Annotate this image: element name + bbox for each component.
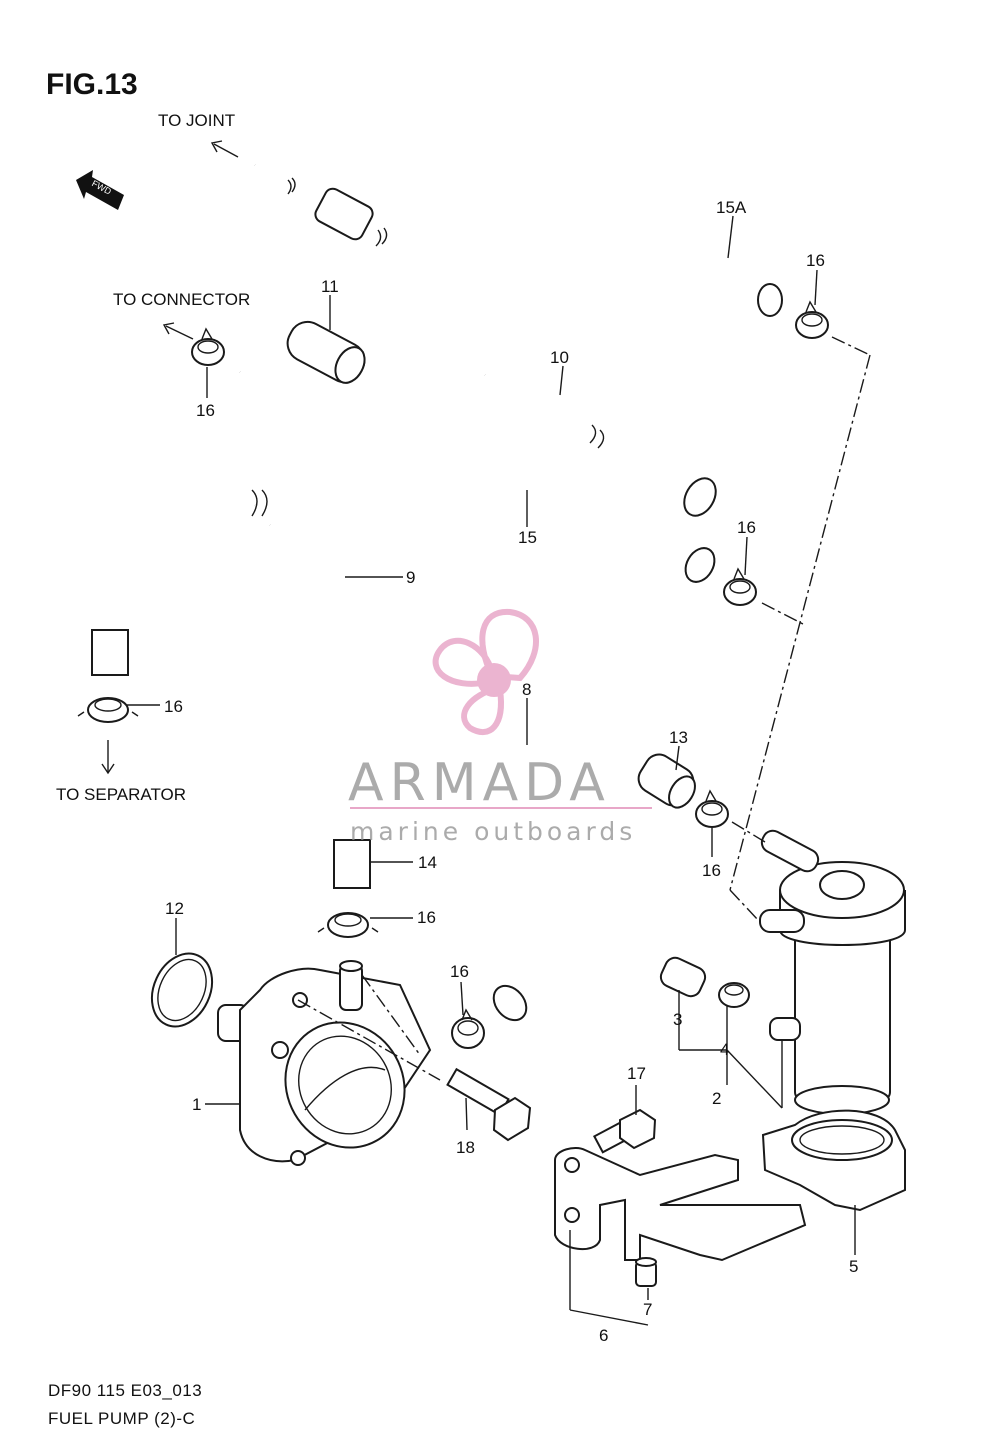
callout-16: 16 [196,401,215,420]
sleeve-13 [637,753,696,809]
hose-9 [91,474,371,889]
callout-13: 13 [669,728,688,747]
sleeve-11 [286,320,366,384]
callout-15: 15 [518,528,537,547]
callout-4: 4 [720,1040,729,1059]
callout-12: 12 [165,899,184,918]
watermark-tagline: marine outboards [350,817,636,846]
callout-labels: 15A 16 11 16 10 15 16 9 16 8 13 16 14 16… [164,198,858,1345]
hose-10 [476,360,717,517]
clamp-16-pump [451,1008,485,1049]
callout-1: 1 [192,1095,201,1114]
to-separator-arrow-icon [101,740,115,775]
callout-9: 9 [406,568,415,587]
hose-15a [246,152,783,321]
callout-18: 18 [456,1138,475,1157]
callout-6: 6 [599,1326,608,1345]
bolt-17 [592,1108,657,1154]
to-joint-arrow-icon [210,140,239,158]
propeller-icon [432,608,539,736]
fwd-arrow-icon: FWD [76,170,124,210]
armada-watermark: ARMADA marine outboards [348,608,652,846]
to-connector-label: TO CONNECTOR [113,290,250,309]
fuel-pump-1 [217,960,432,1166]
callout-2: 2 [712,1089,721,1108]
callout-7: 7 [643,1300,652,1319]
callout-16: 16 [702,861,721,880]
hose-8 [479,706,677,1022]
callout-16: 16 [450,962,469,981]
clamp-16-top-right [795,300,829,339]
figure-title: FIG.13 [46,68,138,101]
leader-lines [127,215,871,1326]
hose-15 [233,358,716,583]
to-separator-label: TO SEPARATOR [56,785,186,804]
fuel-filter-2 [759,829,906,1115]
callout-11: 11 [321,277,339,296]
footer-code: DF90 115 E03_013 [48,1381,202,1400]
to-connector-arrow-icon [162,322,194,340]
callout-8: 8 [522,680,531,699]
clamp-16-14 [317,912,379,938]
clamp-16-13 [695,789,729,828]
callout-14: 14 [418,853,437,872]
bolt-18 [446,1067,532,1142]
callout-16: 16 [417,908,436,927]
callout-16: 16 [164,697,183,716]
filter-bracket-5 [761,1109,906,1212]
cap-3 [659,956,707,998]
clamp-16-connector [191,327,225,366]
watermark-brand: ARMADA [348,753,611,813]
clamp-4 [718,982,750,1008]
callout-16: 16 [737,518,756,537]
callout-15a: 15A [716,198,747,217]
footer-name: FUEL PUMP (2)-C [48,1409,195,1428]
spacer-7 [635,1257,657,1287]
clamp-16-mid-right [723,567,757,606]
callout-5: 5 [849,1257,858,1276]
callout-16: 16 [806,251,825,270]
clamp-16-separator [77,697,139,723]
callout-10: 10 [550,348,569,367]
callout-17: 17 [627,1064,646,1083]
callout-3: 3 [673,1010,682,1029]
to-joint-label: TO JOINT [158,111,235,130]
bracket-6 [554,1147,807,1262]
o-ring-12 [150,952,214,1028]
